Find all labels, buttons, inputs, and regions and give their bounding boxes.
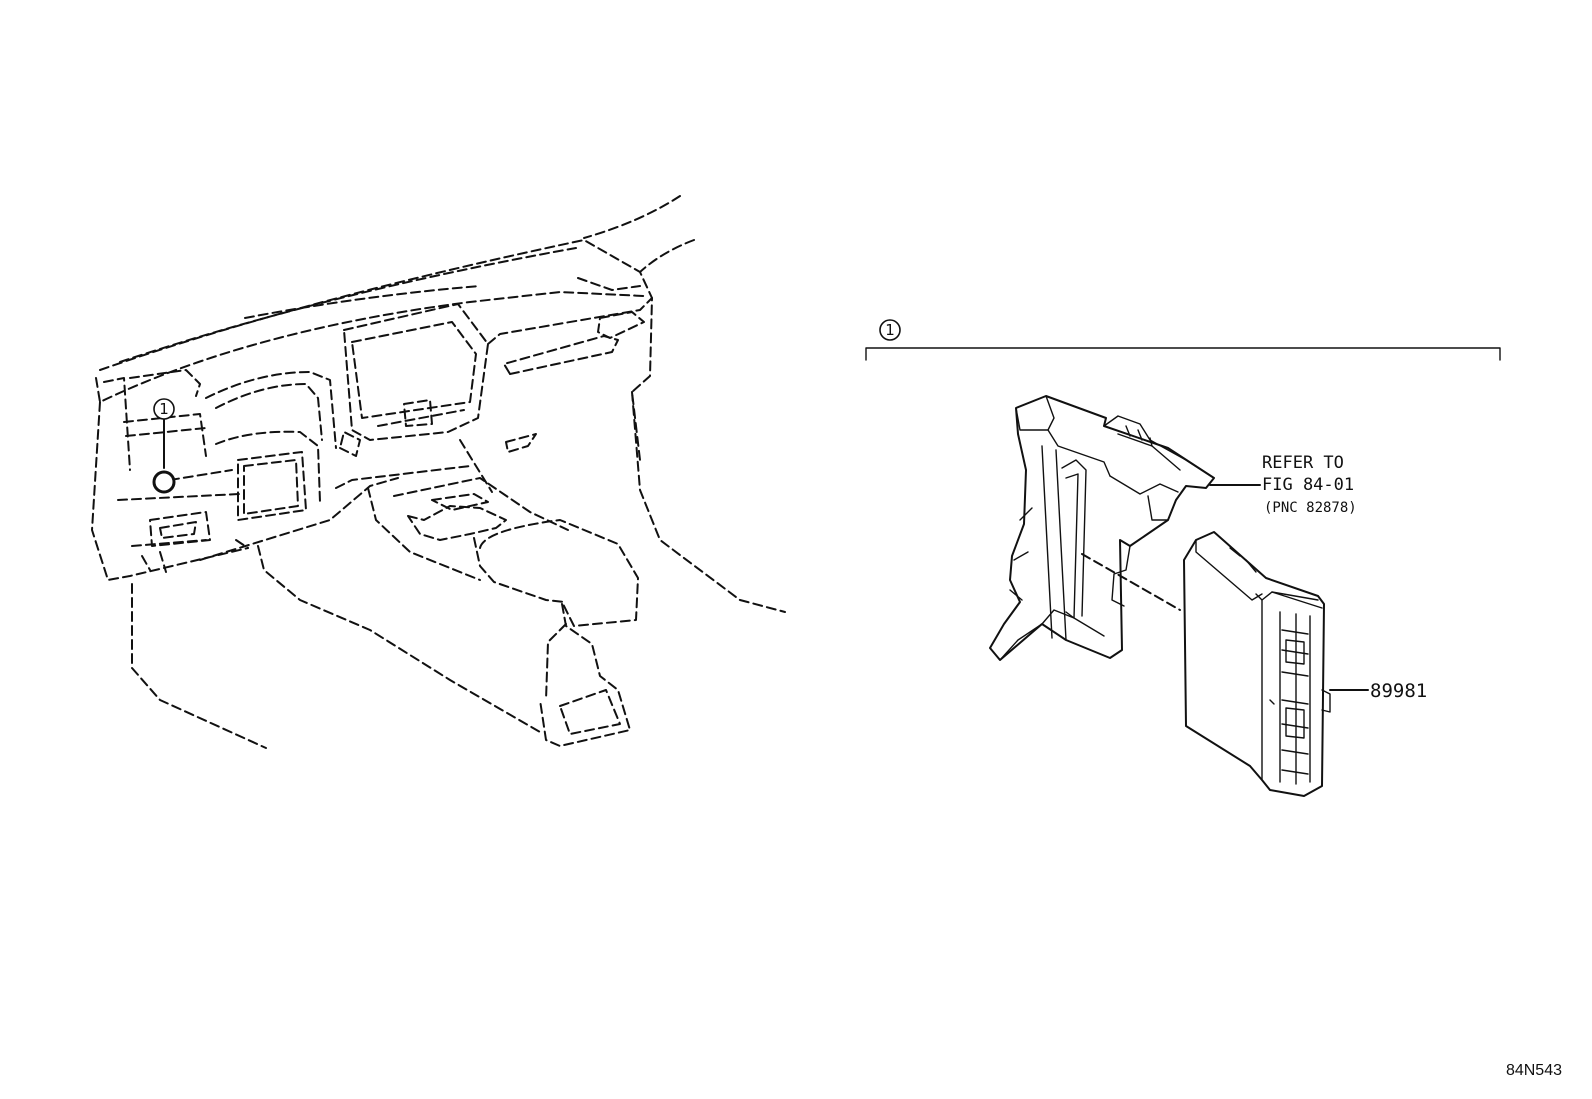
mounting-bracket xyxy=(989,395,1215,661)
callout-circle-dash xyxy=(153,398,175,420)
callout-circle-bracket xyxy=(879,319,901,341)
part-number-label: 89981 xyxy=(1370,680,1427,702)
callout-number-bracket: 1 xyxy=(885,321,895,339)
component-detail: 1 xyxy=(865,319,1501,797)
figure-id: 84N543 xyxy=(1506,1062,1562,1079)
dashboard-illustration: 1 xyxy=(91,195,786,749)
figure-reference: FIG 84-01 xyxy=(1262,475,1354,495)
group-bracket xyxy=(865,347,1501,361)
callout-number-dash: 1 xyxy=(159,400,169,418)
control-module-89981 xyxy=(1183,531,1331,797)
pnc-reference: (PNC 82878) xyxy=(1264,500,1357,516)
refer-to-label: REFER TO xyxy=(1262,453,1344,473)
